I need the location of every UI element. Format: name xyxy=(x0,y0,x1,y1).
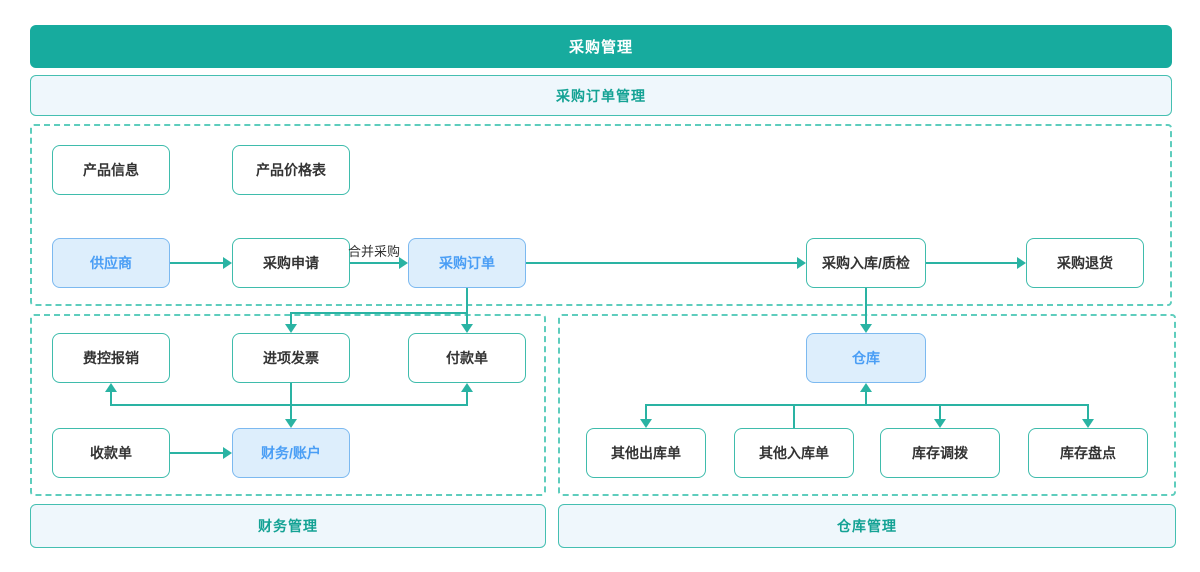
node-purchase-order: 采购订单 xyxy=(408,238,526,288)
node-other-outbound: 其他出库单 xyxy=(586,428,706,478)
arrowhead-right-icon xyxy=(1017,257,1026,269)
arrowhead-right-icon xyxy=(223,447,232,459)
node-label: 进项发票 xyxy=(263,350,319,366)
arrowhead-down-icon xyxy=(860,324,872,333)
node-label: 费控报销 xyxy=(83,350,139,366)
footer-bar-warehouse-management: 仓库管理 xyxy=(558,504,1176,548)
connector-other-inbound-up xyxy=(793,406,795,428)
node-payment-slip: 付款单 xyxy=(408,333,526,383)
node-expense-reimburse: 费控报销 xyxy=(52,333,170,383)
node-label: 仓库 xyxy=(852,350,880,366)
arrowhead-up-icon xyxy=(105,383,117,392)
connector-down-stock-transfer xyxy=(939,406,941,419)
connector-order-inbound xyxy=(526,262,797,264)
arrowhead-right-icon xyxy=(399,257,408,269)
connector-branch-payment xyxy=(466,313,468,324)
node-input-invoice: 进项发票 xyxy=(232,333,350,383)
node-label: 采购入库/质检 xyxy=(822,255,910,271)
node-label: 收款单 xyxy=(90,445,132,461)
group-procurement xyxy=(30,124,1172,306)
node-label: 库存盘点 xyxy=(1060,445,1116,461)
node-label: 其他出库单 xyxy=(611,445,681,461)
node-label: 采购订单 xyxy=(439,255,495,271)
edge-label-merge-purchase: 合并采购 xyxy=(348,244,401,259)
arrowhead-up-icon xyxy=(860,383,872,392)
connector-invoice-finance xyxy=(290,383,292,419)
connector-request-order xyxy=(350,262,399,264)
node-other-inbound: 其他入库单 xyxy=(734,428,854,478)
connector-order-branch xyxy=(290,312,468,314)
node-receipt-slip: 收款单 xyxy=(52,428,170,478)
node-label: 供应商 xyxy=(90,255,132,271)
connector-warehouse-cross xyxy=(645,404,1089,406)
connector-up-expense xyxy=(110,392,112,405)
arrowhead-up-icon xyxy=(461,383,473,392)
node-label: 产品价格表 xyxy=(256,162,326,178)
node-label: 库存调拨 xyxy=(912,445,968,461)
section-bar-purchase-order-management: 采购订单管理 xyxy=(30,75,1172,116)
connector-inbound-return xyxy=(926,262,1017,264)
node-stock-transfer: 库存调拨 xyxy=(880,428,1000,478)
arrowhead-right-icon xyxy=(797,257,806,269)
footer-bar-finance-management: 财务管理 xyxy=(30,504,546,548)
node-stock-count: 库存盘点 xyxy=(1028,428,1148,478)
arrowhead-right-icon xyxy=(223,257,232,269)
node-purchase-inbound-qc: 采购入库/质检 xyxy=(806,238,926,288)
footer-finance-label: 财务管理 xyxy=(258,518,318,534)
connector-supplier-request xyxy=(170,262,224,264)
node-supplier: 供应商 xyxy=(52,238,170,288)
arrowhead-down-icon xyxy=(640,419,652,428)
section-title: 采购订单管理 xyxy=(556,87,646,104)
connector-branch-invoice xyxy=(290,313,292,324)
connector-inbound-warehouse xyxy=(865,288,867,324)
group-finance xyxy=(30,314,546,496)
arrowhead-down-icon xyxy=(285,324,297,333)
node-label: 付款单 xyxy=(446,350,488,366)
node-label: 采购申请 xyxy=(263,255,319,271)
arrowhead-down-icon xyxy=(934,419,946,428)
connector-finance-cross xyxy=(110,404,468,406)
connector-down-stock-count xyxy=(1087,406,1089,419)
connector-warehouse-stem xyxy=(865,392,867,406)
node-purchase-request: 采购申请 xyxy=(232,238,350,288)
header-title: 采购管理 xyxy=(568,39,633,56)
node-warehouse: 仓库 xyxy=(806,333,926,383)
arrowhead-down-icon xyxy=(1082,419,1094,428)
connector-order-down xyxy=(466,288,468,313)
node-finance-account: 财务/账户 xyxy=(232,428,350,478)
arrowhead-down-icon xyxy=(461,324,473,333)
node-label: 产品信息 xyxy=(83,162,139,178)
connector-receipt-finance xyxy=(170,452,223,454)
node-price-list: 产品价格表 xyxy=(232,145,350,195)
node-label: 采购退货 xyxy=(1057,255,1113,271)
node-label: 其他入库单 xyxy=(759,445,829,461)
connector-up-payment xyxy=(466,392,468,405)
node-product-info: 产品信息 xyxy=(52,145,170,195)
header-bar: 采购管理 xyxy=(30,25,1172,68)
node-purchase-return: 采购退货 xyxy=(1026,238,1144,288)
connector-down-other-outbound xyxy=(645,406,647,419)
node-label: 财务/账户 xyxy=(261,445,321,461)
arrowhead-down-icon xyxy=(285,419,297,428)
footer-warehouse-label: 仓库管理 xyxy=(837,518,897,534)
group-warehouse xyxy=(558,314,1176,496)
